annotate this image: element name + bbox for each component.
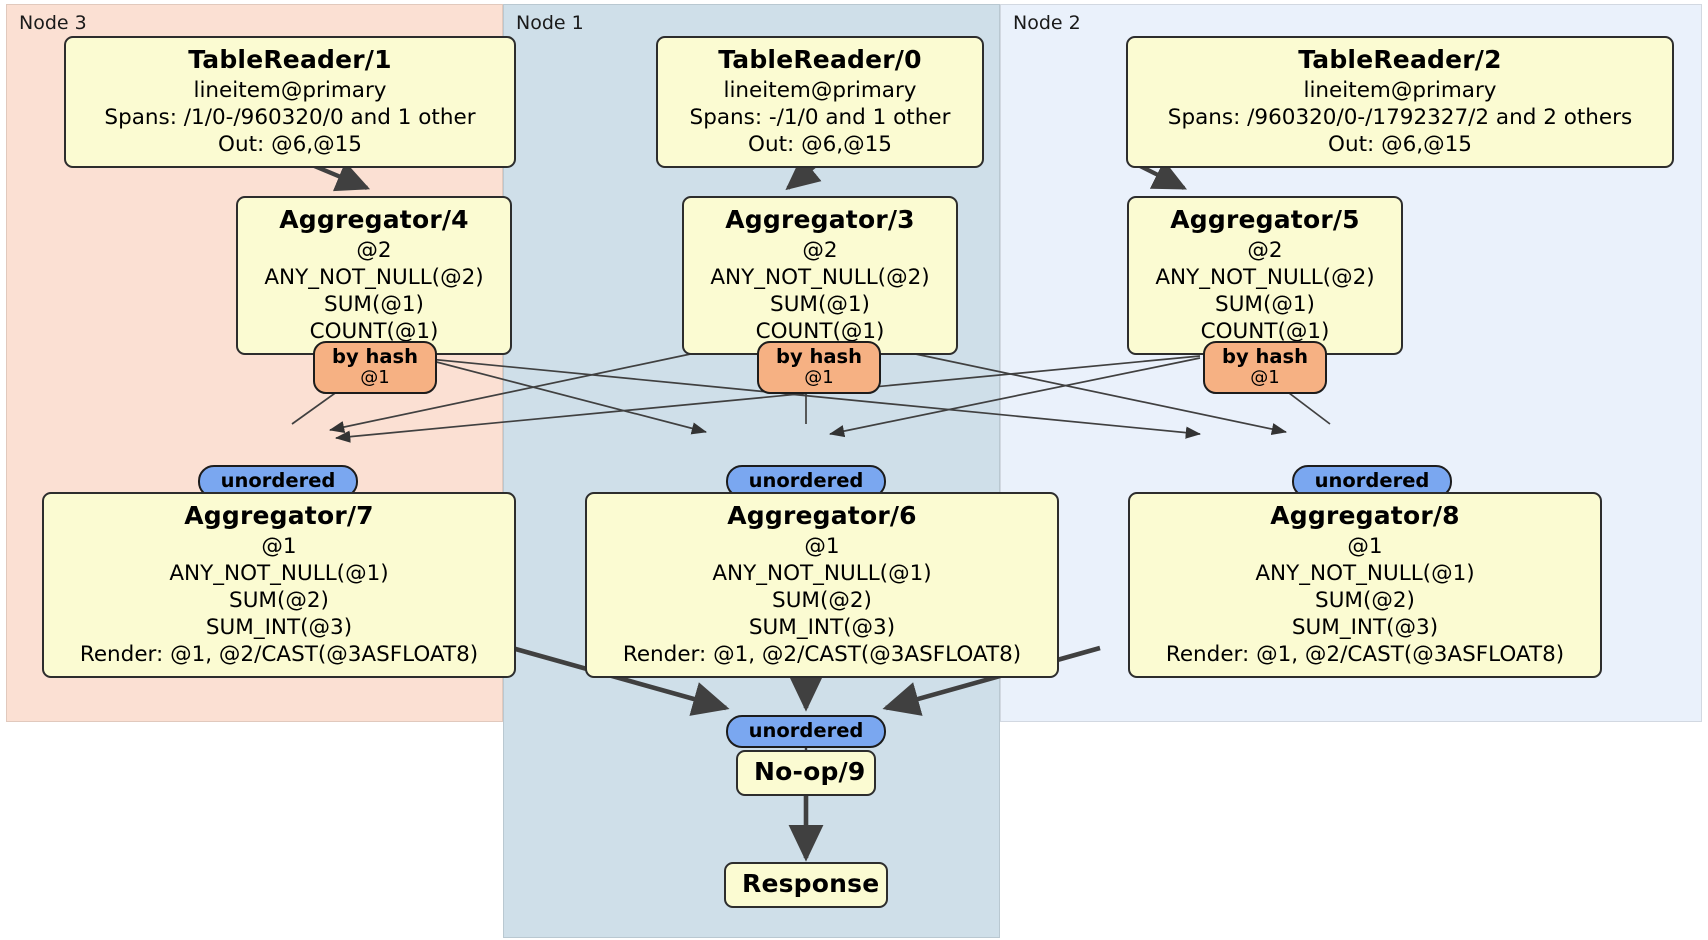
processor-title: Aggregator/8 (1270, 501, 1460, 530)
processor-detail: Spans: -/1/0 and 1 other (689, 104, 951, 130)
processor-detail: ANY_NOT_NULL(@1) (169, 560, 389, 586)
processor-table-reader-0[interactable]: TableReader/0 lineitem@primary Spans: -/… (656, 36, 984, 168)
processor-aggregator-6[interactable]: Aggregator/6 @1 ANY_NOT_NULL(@1) SUM(@2)… (585, 492, 1059, 678)
processor-detail: SUM(@2) (229, 587, 329, 613)
processor-detail: Render: @1, @2/CAST(@3ASFLOAT8) (79, 641, 479, 667)
router-by-hash-right[interactable]: by hash @1 (1203, 341, 1327, 394)
synchronizer-title: unordered (220, 469, 336, 492)
processor-detail: @1 (804, 533, 840, 559)
processor-detail: SUM_INT(@3) (1291, 614, 1439, 640)
processor-response[interactable]: Response (724, 862, 888, 908)
processor-detail: SUM(@1) (1215, 291, 1315, 317)
router-subtitle: @1 (1250, 366, 1280, 388)
processor-detail: COUNT(@1) (1200, 318, 1330, 344)
processor-detail: lineitem@primary (1303, 77, 1497, 103)
processor-detail: @1 (1347, 533, 1383, 559)
processor-aggregator-8[interactable]: Aggregator/8 @1 ANY_NOT_NULL(@1) SUM(@2)… (1128, 492, 1602, 678)
router-subtitle: @1 (804, 366, 834, 388)
processor-title: Aggregator/6 (727, 501, 917, 530)
synchronizer-title: unordered (748, 719, 864, 742)
router-by-hash-left[interactable]: by hash @1 (313, 341, 437, 394)
processor-title: Aggregator/4 (279, 205, 469, 234)
synchronizer-title: unordered (748, 469, 864, 492)
processor-detail: ANY_NOT_NULL(@2) (1155, 264, 1375, 290)
processor-title: TableReader/2 (1298, 45, 1502, 74)
processor-detail: SUM(@1) (324, 291, 424, 317)
processor-detail: Out: @6,@15 (218, 131, 362, 157)
processor-detail: Spans: /960320/0-/1792327/2 and 2 others (1167, 104, 1633, 130)
processor-aggregator-7[interactable]: Aggregator/7 @1 ANY_NOT_NULL(@1) SUM(@2)… (42, 492, 516, 678)
processor-detail: ANY_NOT_NULL(@1) (712, 560, 932, 586)
processor-detail: SUM(@2) (772, 587, 872, 613)
processor-detail: SUM_INT(@3) (748, 614, 896, 640)
processor-title: TableReader/0 (718, 45, 922, 74)
processor-detail: Render: @1, @2/CAST(@3ASFLOAT8) (622, 641, 1022, 667)
processor-title: Aggregator/3 (725, 205, 915, 234)
processor-detail: lineitem@primary (193, 77, 387, 103)
processor-detail: Out: @6,@15 (748, 131, 892, 157)
processor-aggregator-5[interactable]: Aggregator/5 @2 ANY_NOT_NULL(@2) SUM(@1)… (1127, 196, 1403, 355)
processor-title: Aggregator/7 (184, 501, 374, 530)
processor-title: TableReader/1 (188, 45, 392, 74)
processor-detail: @2 (802, 237, 838, 263)
processor-detail: SUM_INT(@3) (205, 614, 353, 640)
processor-detail: SUM(@1) (770, 291, 870, 317)
processor-title: Aggregator/5 (1170, 205, 1360, 234)
router-title: by hash (1222, 345, 1308, 368)
node-panel-label: Node 1 (516, 12, 584, 34)
processor-detail: ANY_NOT_NULL(@2) (710, 264, 930, 290)
synchronizer-title: unordered (1314, 469, 1430, 492)
processor-detail: @1 (261, 533, 297, 559)
router-subtitle: @1 (360, 366, 390, 388)
processor-detail: Spans: /1/0-/960320/0 and 1 other (104, 104, 476, 130)
node-panel-label: Node 3 (19, 12, 87, 34)
processor-detail: @2 (1247, 237, 1283, 263)
processor-aggregator-3[interactable]: Aggregator/3 @2 ANY_NOT_NULL(@2) SUM(@1)… (682, 196, 958, 355)
processor-detail: COUNT(@1) (755, 318, 885, 344)
processor-detail: ANY_NOT_NULL(@2) (264, 264, 484, 290)
processor-detail: ANY_NOT_NULL(@1) (1255, 560, 1475, 586)
processor-detail: Out: @6,@15 (1328, 131, 1472, 157)
processor-table-reader-1[interactable]: TableReader/1 lineitem@primary Spans: /1… (64, 36, 516, 168)
node-panel-label: Node 2 (1013, 12, 1081, 34)
processor-no-op-9[interactable]: No-op/9 (736, 750, 876, 796)
synchronizer-unordered-final[interactable]: unordered (726, 715, 886, 748)
router-title: by hash (332, 345, 418, 368)
processor-table-reader-2[interactable]: TableReader/2 lineitem@primary Spans: /9… (1126, 36, 1674, 168)
router-by-hash-center[interactable]: by hash @1 (757, 341, 881, 394)
processor-detail: SUM(@2) (1315, 587, 1415, 613)
processor-detail: @2 (356, 237, 392, 263)
processor-aggregator-4[interactable]: Aggregator/4 @2 ANY_NOT_NULL(@2) SUM(@1)… (236, 196, 512, 355)
processor-detail: COUNT(@1) (309, 318, 439, 344)
processor-title: No-op/9 (754, 757, 866, 786)
processor-title: Response (742, 869, 880, 898)
processor-detail: Render: @1, @2/CAST(@3ASFLOAT8) (1165, 641, 1565, 667)
processor-detail: lineitem@primary (723, 77, 917, 103)
router-title: by hash (776, 345, 862, 368)
